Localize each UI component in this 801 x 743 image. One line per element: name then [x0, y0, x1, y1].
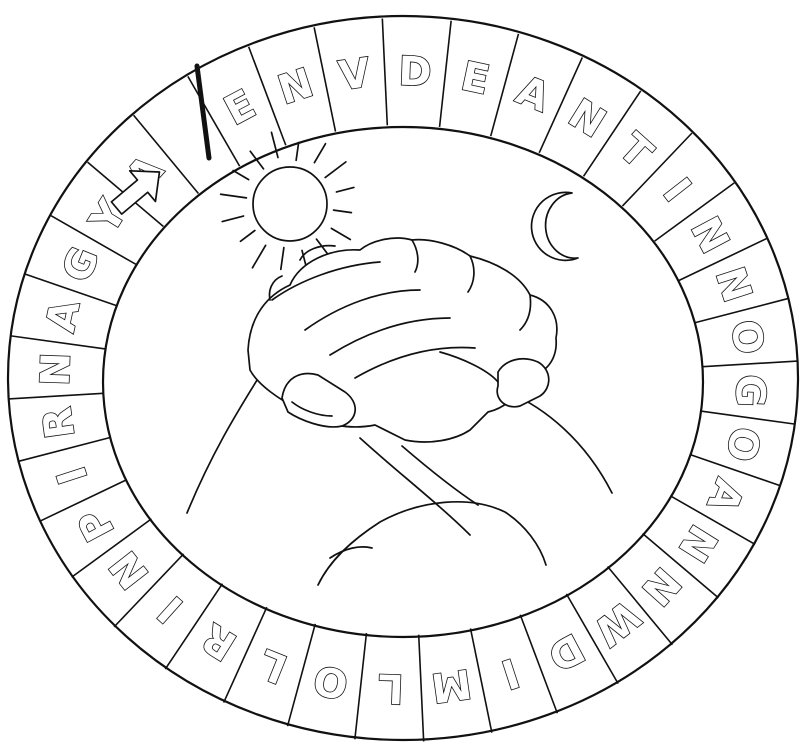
segment-divider: [695, 299, 788, 323]
sun-ray: [281, 248, 284, 270]
wheel-letter: I: [49, 461, 97, 489]
wheel-letter: L: [377, 664, 404, 711]
wheel-letter: I: [654, 170, 699, 210]
sun-ray: [325, 162, 346, 178]
wheel-letter: N: [681, 210, 737, 261]
wheel-letter: R: [194, 614, 245, 669]
sun-rays: [221, 132, 354, 269]
wheel-letter: M: [428, 659, 474, 710]
segment-divider: [314, 27, 335, 131]
sun-ray: [250, 151, 263, 169]
sun-ray: [221, 194, 247, 198]
wheel-letter: T: [610, 125, 662, 178]
segment-divider: [520, 615, 557, 713]
wheel-letter: P: [69, 501, 123, 548]
wheel-letter: V: [336, 50, 373, 100]
wheel-letter: N: [560, 90, 613, 147]
segment-divider: [18, 437, 111, 461]
wheel-letter: O: [309, 655, 352, 707]
sun-ray: [271, 132, 278, 157]
segment-divider: [470, 628, 491, 732]
wheel-letter: N: [273, 60, 319, 114]
segment-divider: [382, 18, 387, 125]
segment-divider: [355, 633, 367, 739]
sun-ray: [240, 230, 254, 241]
wheel-letter: A: [698, 472, 752, 518]
strike-mark: [197, 66, 209, 158]
segment-divider: [491, 34, 519, 136]
sun-icon: [221, 132, 354, 269]
wheel-letter: G: [726, 374, 773, 408]
sun-ray: [331, 228, 350, 239]
wheel-letter: A: [38, 296, 89, 336]
wheel-letter: L: [253, 639, 294, 691]
wheel-letter: R: [34, 404, 84, 441]
sun-ray: [222, 216, 243, 222]
sun-ray: [314, 144, 325, 163]
wheel-letter: I: [496, 649, 524, 697]
segment-divider: [11, 336, 105, 349]
wheel-letter: N: [33, 352, 80, 387]
sun-ray: [336, 187, 353, 192]
sun-ray: [233, 171, 249, 180]
wheel-letter: E: [457, 53, 493, 104]
wheel-letter: N: [669, 517, 726, 570]
wheel-letter: A: [510, 67, 556, 121]
segment-divider: [703, 361, 798, 367]
wheel-letter: N: [706, 262, 760, 308]
wheel-letter: O: [721, 317, 771, 357]
sun-ray: [252, 245, 265, 267]
wheel-letter: E: [217, 81, 263, 134]
segment-divider: [9, 393, 104, 399]
sun-ray: [296, 143, 299, 161]
wheel-letter: I: [150, 587, 192, 631]
segment-divider: [440, 21, 452, 127]
clasped-hands-illustration: [187, 238, 612, 585]
wheel-letter: D: [540, 624, 591, 680]
crescent-moon-icon: [532, 192, 578, 260]
wheel-letter: D: [398, 49, 433, 96]
wheel-letter: O: [716, 423, 768, 466]
sun-ray: [334, 210, 352, 213]
wheel-letter: W: [585, 591, 648, 654]
wheel-letter: G: [54, 241, 109, 289]
segment-divider: [288, 624, 316, 726]
segment-divider: [419, 635, 424, 742]
segment-divider: [701, 411, 795, 424]
